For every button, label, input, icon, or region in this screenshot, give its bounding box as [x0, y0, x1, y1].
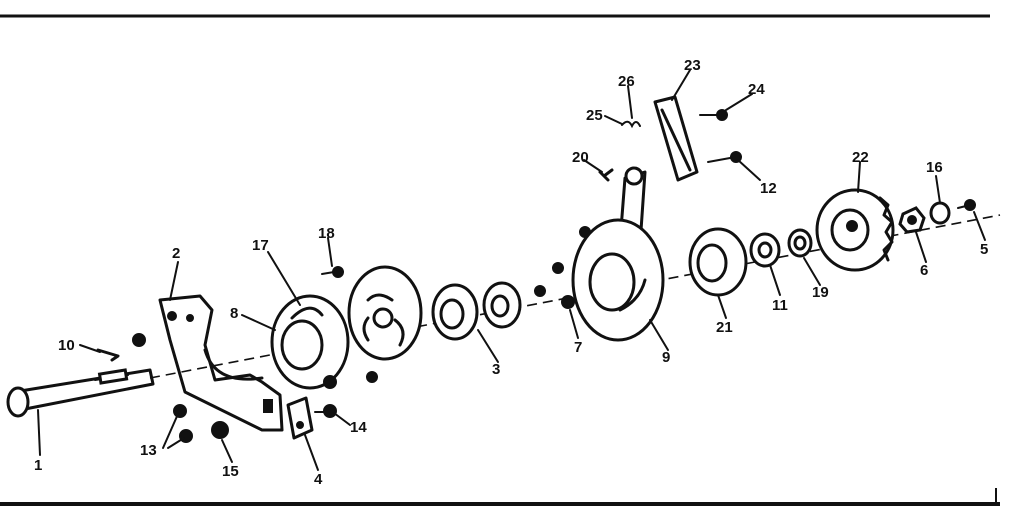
- callout-2: 2: [172, 245, 180, 262]
- part-2-bracket: [158, 294, 284, 432]
- screw: [366, 371, 378, 383]
- cam-plate: [347, 265, 423, 361]
- callout-15: 15: [222, 463, 239, 480]
- callout-19: 19: [812, 284, 829, 301]
- part-16-washer: [929, 201, 951, 225]
- part-4-clip: [286, 396, 314, 440]
- part-23-block: [653, 95, 699, 182]
- part-22-sprocket: [815, 188, 895, 272]
- callout-22: 22: [852, 149, 869, 166]
- callout-20: 20: [572, 149, 589, 166]
- callout-18: 18: [318, 225, 335, 242]
- callout-7: 7: [574, 339, 582, 356]
- part-9-arm-hub: [571, 166, 665, 342]
- part-14-screw: [314, 404, 337, 418]
- leader-lines: [37, 69, 986, 471]
- part-19-ring: [787, 228, 813, 258]
- callout-9: 9: [662, 349, 670, 366]
- callout-14: 14: [350, 419, 367, 436]
- part-1-shaft: [6, 368, 155, 418]
- callout-13: 13: [140, 442, 157, 459]
- callout-4: 4: [314, 471, 323, 488]
- callout-16: 16: [926, 159, 943, 176]
- callout-26: 26: [618, 73, 635, 90]
- callout-5: 5: [980, 241, 988, 258]
- part-10-pin: [96, 348, 120, 362]
- callout-23: 23: [684, 57, 701, 74]
- callout-17: 17: [252, 237, 269, 254]
- part-3-bearing-outer: [431, 283, 479, 341]
- callout-11: 11: [772, 297, 788, 314]
- callout-10: 10: [58, 337, 75, 354]
- ball: [534, 285, 546, 297]
- callout-labels: 1 2 3 4 5 6 7 8 9 10 11 12 13 14 15 16 1…: [34, 57, 988, 488]
- part-12-screw: [707, 151, 742, 163]
- ball: [552, 262, 564, 274]
- callout-6: 6: [920, 262, 928, 279]
- part-6-nut: [898, 206, 926, 234]
- part-18-screw: [321, 266, 344, 278]
- part-24-screw: [699, 109, 728, 121]
- callout-25: 25: [586, 107, 603, 124]
- part-5-screw: [957, 199, 976, 211]
- callout-3: 3: [492, 361, 500, 378]
- part-20-pin: [598, 168, 614, 182]
- part-3-bearing-inner: [482, 281, 522, 329]
- part-25-hook: [621, 120, 641, 129]
- callout-24: 24: [748, 81, 765, 98]
- part-13-nut: [132, 333, 146, 347]
- callout-1: 1: [34, 457, 42, 474]
- part-13-nut: [173, 404, 187, 418]
- part-11-washer: [749, 232, 781, 268]
- part-21-bushing: [688, 227, 748, 297]
- ball: [561, 295, 575, 309]
- callout-12: 12: [760, 180, 777, 197]
- part-15-nut: [211, 421, 229, 439]
- part-8-disc: [270, 294, 350, 390]
- callout-21: 21: [716, 319, 733, 336]
- callout-8: 8: [230, 305, 238, 322]
